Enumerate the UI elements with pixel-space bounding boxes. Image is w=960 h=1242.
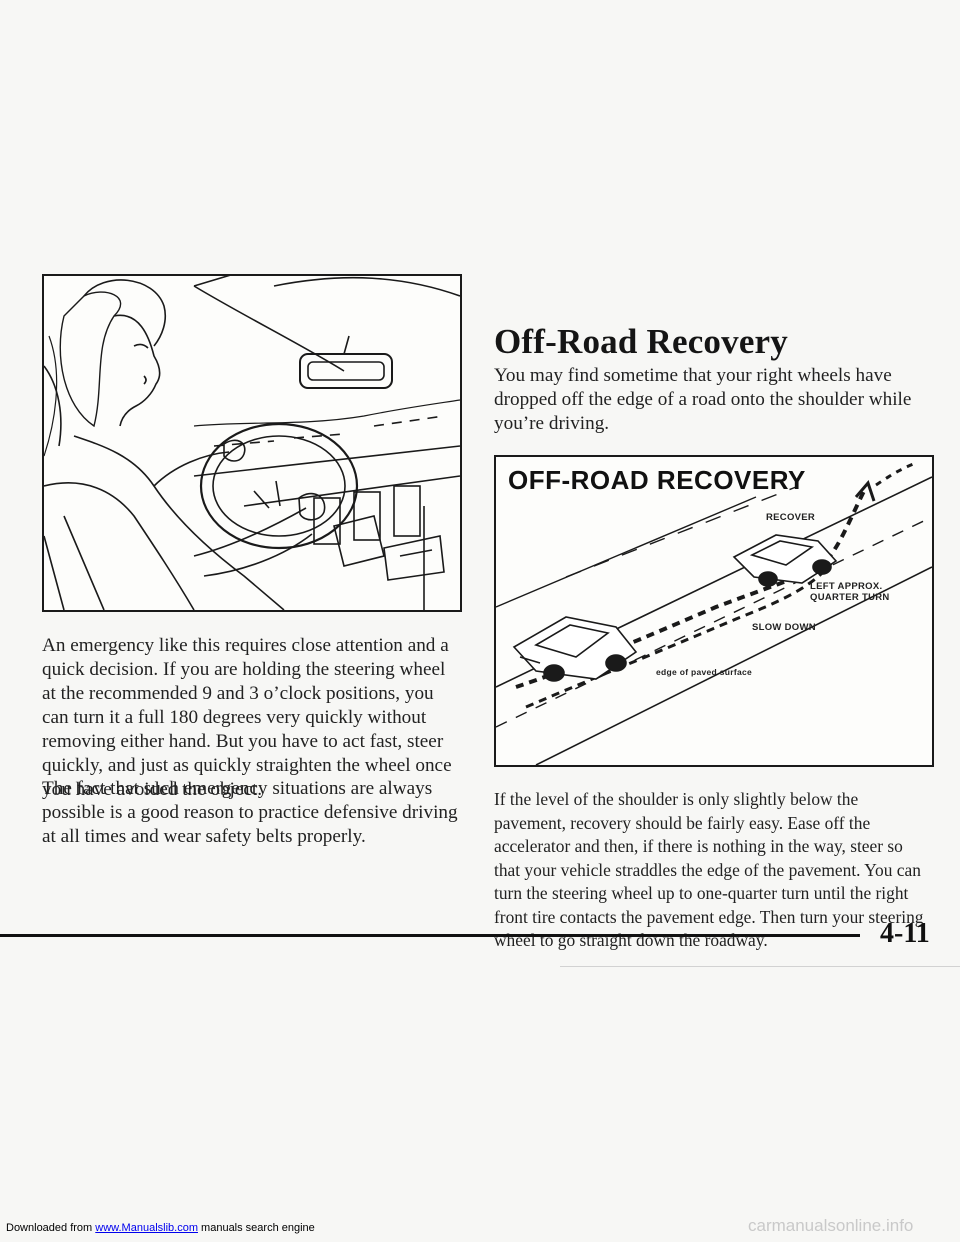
left-paragraph-1: An emergency like this requires close at… [42,635,452,800]
faint-divider [560,966,960,967]
banner-prefix: Downloaded from [6,1222,93,1234]
download-banner: Downloaded from www.Manualslib.com manua… [6,1222,315,1234]
label-edge-of-paved-surface: edge of paved surface [656,667,753,677]
diagram-title: OFF-ROAD RECOVERY [508,465,806,495]
manualslib-link[interactable]: www.Manualslib.com [95,1222,198,1234]
label-slow-down: SLOW DOWN [752,622,816,633]
intro-paragraph: You may find sometime that your right wh… [494,365,912,434]
label-left-turn-line1: LEFT APPROX. [810,581,883,592]
label-recover: RECOVER [766,512,816,523]
footer-rule [0,934,860,937]
driver-illustration [42,274,462,612]
left-paragraph-2: The fact that such emergency situations … [42,778,458,847]
section-heading: Off-Road Recovery [494,322,788,361]
banner-suffix: manuals search engine [201,1222,315,1234]
page-number: 4-11 [880,918,930,949]
watermark: carmanualsonline.info [748,1216,914,1235]
label-left-turn-line2: QUARTER TURN [810,592,890,603]
off-road-recovery-diagram: OFF-ROAD RECOVERY RECOVER LEFT APPROX. Q… [494,455,934,767]
right-paragraph: If the level of the shoulder is only sli… [494,789,924,950]
